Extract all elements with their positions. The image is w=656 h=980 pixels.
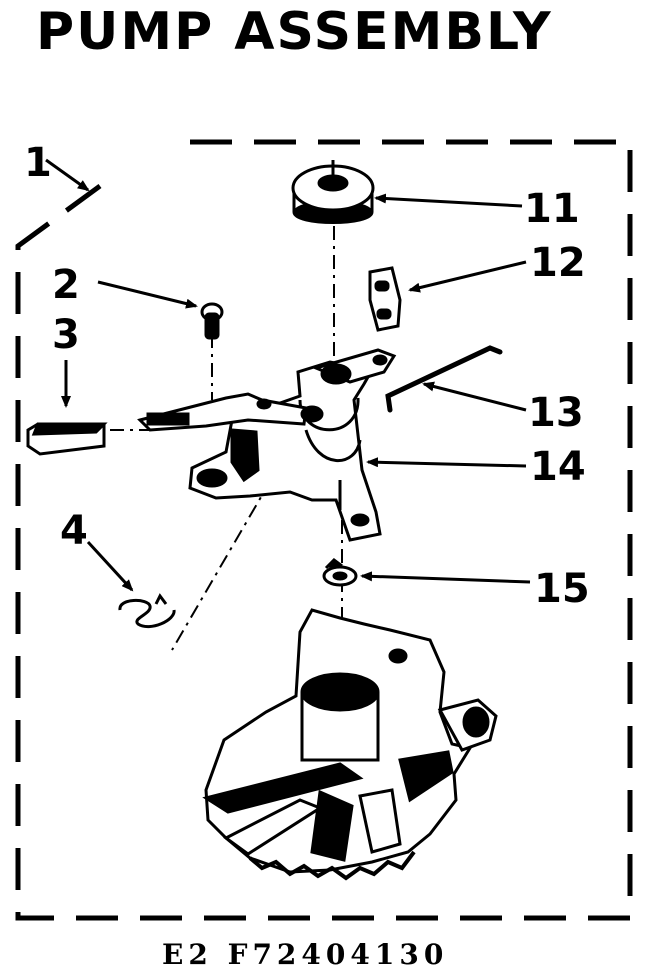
callout-1: 1 <box>24 140 52 186</box>
pump-housing <box>202 608 498 881</box>
clip-part-12 <box>368 266 402 332</box>
leader-15 <box>360 571 531 584</box>
leader-lines <box>45 158 531 592</box>
wire-part-13 <box>385 345 503 413</box>
leader-12 <box>408 260 527 293</box>
washer-part-15 <box>322 558 358 587</box>
leader-1 <box>45 158 90 192</box>
assembly-boundary <box>15 139 633 921</box>
callout-14: 14 <box>530 444 586 490</box>
callout-3: 3 <box>52 312 80 358</box>
callout-numbers: 1 2 3 4 11 12 13 14 15 <box>24 140 590 612</box>
callout-12: 12 <box>530 240 586 286</box>
callout-4: 4 <box>60 508 88 554</box>
leader-14 <box>366 457 527 468</box>
callout-2: 2 <box>52 262 80 308</box>
pad-part-3 <box>26 422 108 456</box>
screw-part-2 <box>200 302 224 340</box>
pulley-part-11 <box>291 160 375 224</box>
leader-13 <box>422 381 527 412</box>
spring-clip-part-4 <box>118 593 176 629</box>
callout-15: 15 <box>534 566 590 612</box>
leader-11 <box>374 193 523 208</box>
leader-2 <box>97 280 198 309</box>
callout-13: 13 <box>528 390 584 436</box>
leader-4 <box>86 540 134 592</box>
pump-bracket-part-14 <box>137 348 397 542</box>
callout-11: 11 <box>524 186 580 232</box>
diagram-title: PUMP ASSEMBLY <box>36 2 553 62</box>
diagram-part-number: E2 F72404130 <box>162 938 449 971</box>
